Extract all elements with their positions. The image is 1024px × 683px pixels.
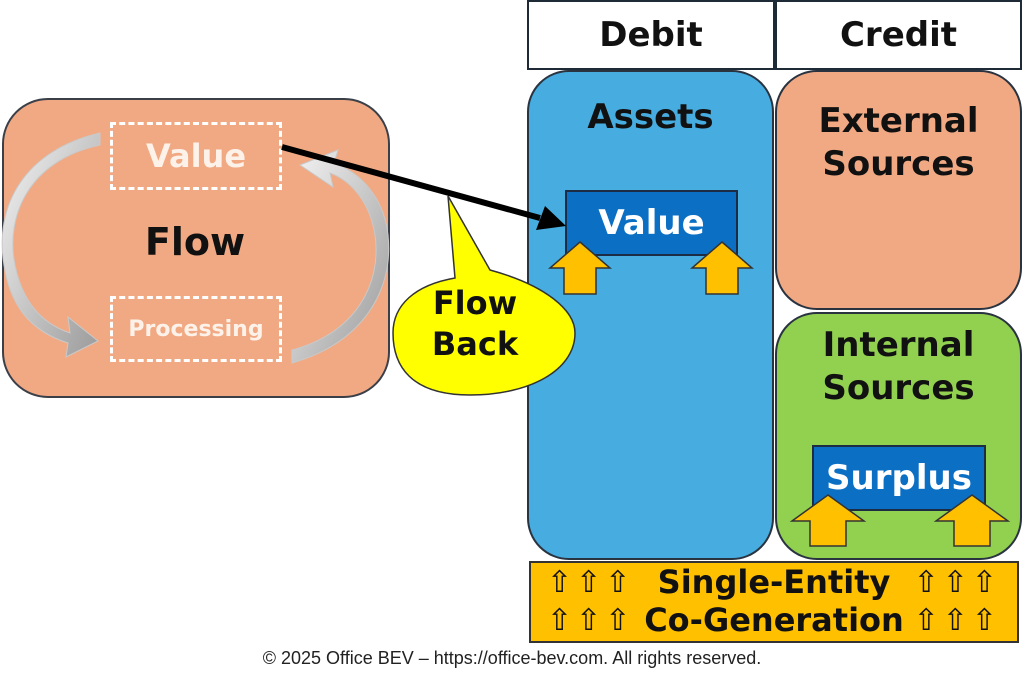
flow-cycle-arrows	[1, 132, 390, 364]
flow-back-line2: Back	[431, 325, 519, 363]
straight-arrow-icon	[281, 144, 541, 221]
external-line2: Sources	[822, 144, 975, 184]
flow-back-label: Flow Back	[410, 283, 540, 365]
up-arrows-right-icon: ⇧⇧⇧	[913, 602, 1001, 638]
assets-title: Assets	[587, 97, 714, 137]
internal-sources-title: Internal Sources	[775, 324, 1022, 410]
flow-processing-box: Processing	[110, 296, 282, 362]
internal-line2: Sources	[822, 368, 975, 408]
co-generation-label: Co-Generation	[644, 601, 904, 639]
up-block-arrow-icon	[689, 241, 755, 295]
up-arrows-left-icon: ⇧⇧⇧	[547, 564, 635, 600]
co-generation-bar	[529, 561, 1019, 643]
up-block-arrow-icon	[789, 494, 867, 547]
credit-header: Credit	[775, 0, 1022, 70]
flow-back-line1: Flow	[432, 284, 518, 322]
base-line-1: ⇧⇧⇧ Single-Entity ⇧⇧⇧	[529, 562, 1019, 602]
surplus-box: Surplus	[812, 445, 986, 511]
flow-value-box: Value	[110, 122, 282, 190]
assets-value-box: Value	[565, 190, 738, 256]
flow-back-callout	[392, 195, 576, 396]
single-entity-label: Single-Entity	[657, 563, 891, 601]
curved-arrow-right-icon	[291, 149, 390, 364]
external-sources-box	[775, 70, 1022, 310]
copyright-footer: © 2025 Office BEV – https://office-bev.c…	[262, 648, 762, 668]
up-block-arrow-icon	[547, 241, 613, 295]
debit-header: Debit	[527, 0, 775, 70]
external-line1: External	[818, 101, 979, 141]
external-sources-title: External Sources	[775, 100, 1022, 186]
up-arrows-right-icon: ⇧⇧⇧	[913, 564, 1001, 600]
curved-arrow-left-icon	[1, 132, 101, 358]
base-line-2: ⇧⇧⇧ Co-Generation ⇧⇧⇧	[529, 600, 1019, 640]
internal-line1: Internal	[822, 325, 975, 365]
up-arrows-left-icon: ⇧⇧⇧	[547, 602, 635, 638]
up-block-arrow-icon	[933, 494, 1011, 547]
flow-title: Flow	[144, 220, 246, 264]
